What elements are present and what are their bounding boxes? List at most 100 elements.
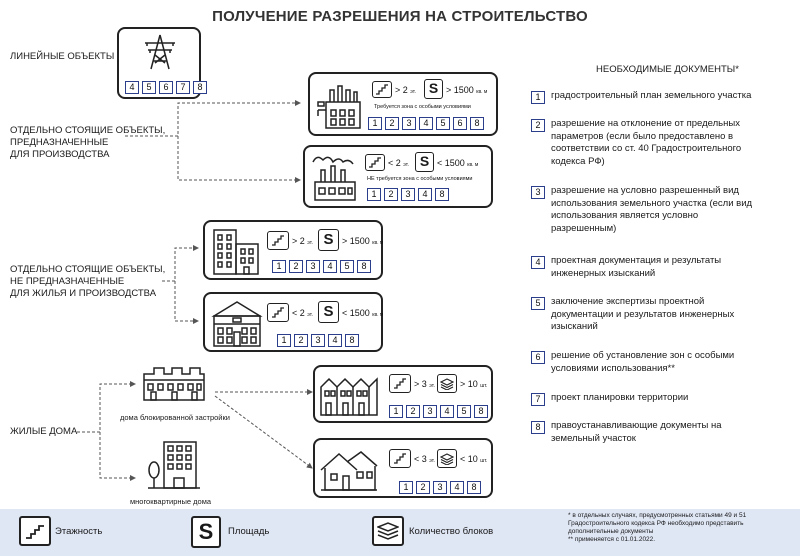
doc-number: 4 [440,405,454,418]
doc-number: 8 [467,481,481,494]
blocks-criterion: < 10 шт. [460,454,488,464]
doc-number: 1 [367,188,381,201]
card-production-small: < 2 эт. S < 1500 кв. м НЕ требуется зона… [303,145,493,208]
category-nonresidential: ОТДЕЛЬНО СТОЯЩИЕ ОБЪЕКТЫ, НЕ ПРЕДНАЗНАЧЕ… [10,264,166,299]
blocked-houses-icon [143,367,205,401]
document-item: 2 разрешение на отклонение от предельных… [531,118,741,168]
area-criterion: < 1500 кв. м [437,158,479,168]
doc-number: 1 [389,405,403,418]
doc-number: 1 [531,91,545,104]
footnote: * в отдельных случаях, предусмотренных с… [568,512,747,543]
doc-number: 4 [531,256,545,269]
page-title: ПОЛУЧЕНИЕ РАЗРЕШЕНИЯ НА СТРОИТЕЛЬСТВО [212,8,588,25]
layers-icon [437,374,457,393]
floors-criterion: < 3 эт. [414,454,435,464]
card-residential-small: < 3 эт. < 10 шт. 1 2 3 4 8 [313,438,493,498]
doc-number: 2 [294,334,308,347]
floors-criterion: > 2 эт. [292,236,313,246]
doc-number: 6 [531,351,545,364]
doc-number: 8 [435,188,449,201]
layers-icon [437,449,457,468]
legend-area-label: Площадь [228,526,270,537]
doc-number: 7 [176,81,190,94]
floors-icon [389,449,411,468]
power-tower-icon [145,34,175,70]
doc-number: 2 [531,119,545,132]
doc-number: 1 [368,117,382,130]
doc-number: 6 [159,81,173,94]
house-icon [320,451,378,491]
doc-number: 4 [418,188,432,201]
doc-number: 8 [531,421,545,434]
doc-number: 4 [328,334,342,347]
factory-icon [317,85,361,129]
doc-number: 1 [272,260,286,273]
doc-number: 2 [385,117,399,130]
townhouses-icon [320,377,378,416]
doc-number: 8 [357,260,371,273]
doc-numbers: 1 2 3 4 8 [367,188,449,201]
doc-number: 5 [142,81,156,94]
floors-icon [389,374,411,393]
doc-numbers: 1 2 3 4 5 6 8 [368,117,484,130]
doc-number: 7 [531,393,545,406]
doc-number: 2 [416,481,430,494]
card-residential-large: > 3 эт. > 10 шт. 1 2 3 4 5 8 [313,365,493,423]
floors-icon [267,303,289,322]
floors-criterion: > 2 эт. [395,85,416,95]
doc-number: 2 [289,260,303,273]
card-nonresidential-large: > 2 эт. S > 1500 кв. м 1 2 3 4 5 8 [203,220,383,280]
area-icon: S [415,152,434,172]
card-linear: 4 5 6 7 8 [117,27,207,99]
legend-blocks-label: Количество блоков [409,526,494,537]
floors-icon [365,154,385,171]
factory-smoke-icon [312,156,356,201]
card-nonresidential-small: < 2 эт. S < 1500 кв. м 1 2 3 4 8 [203,292,383,352]
area-legend-icon: S [191,516,221,548]
doc-number: 8 [470,117,484,130]
floors-icon [267,231,289,250]
doc-numbers: 1 2 3 4 8 [277,334,359,347]
legend-floors-label: Этажность [55,526,103,537]
doc-number: 3 [311,334,325,347]
zone-note: Требуется зона с особыми условиями [374,104,471,110]
doc-number: 3 [306,260,320,273]
blocked-houses-label: дома блокированной застройки [120,413,230,422]
doc-number: 4 [450,481,464,494]
doc-number: 4 [419,117,433,130]
doc-number: 4 [125,81,139,94]
doc-number: 5 [436,117,450,130]
public-building-icon [211,301,263,347]
doc-numbers: 1 2 3 4 5 8 [389,405,488,418]
office-building-icon [213,229,259,275]
floors-icon [372,81,392,98]
doc-number: 3 [433,481,447,494]
category-residential: ЖИЛЫЕ ДОМА [10,426,78,437]
legend-bar: Этажность S Площадь Количество блоков * … [0,509,800,556]
floors-legend-icon [19,516,51,546]
category-production: ОТДЕЛЬНО СТОЯЩИЕ ОБЪЕКТЫ, ПРЕДНАЗНАЧЕННЫ… [10,125,166,160]
document-item: 1 градостроительный план земельного учас… [531,90,751,104]
floors-criterion: > 3 эт. [414,379,435,389]
zone-note: НЕ требуется зона с особыми условиями [367,176,473,182]
doc-number: 1 [277,334,291,347]
doc-numbers: 1 2 3 4 5 8 [272,260,371,273]
area-icon: S [424,79,443,99]
doc-number: 2 [384,188,398,201]
doc-number: 4 [323,260,337,273]
doc-number: 8 [193,81,207,94]
doc-number: 5 [457,405,471,418]
floors-criterion: < 2 эт. [388,158,409,168]
doc-number: 8 [345,334,359,347]
floors-criterion: < 2 эт. [292,308,313,318]
doc-number: 5 [531,297,545,310]
document-item: 7 проект планировки территории [531,392,688,406]
apartment-building-icon [148,441,200,489]
area-criterion: > 1500 кв. м [342,236,384,246]
doc-numbers: 4 5 6 7 8 [125,81,207,94]
